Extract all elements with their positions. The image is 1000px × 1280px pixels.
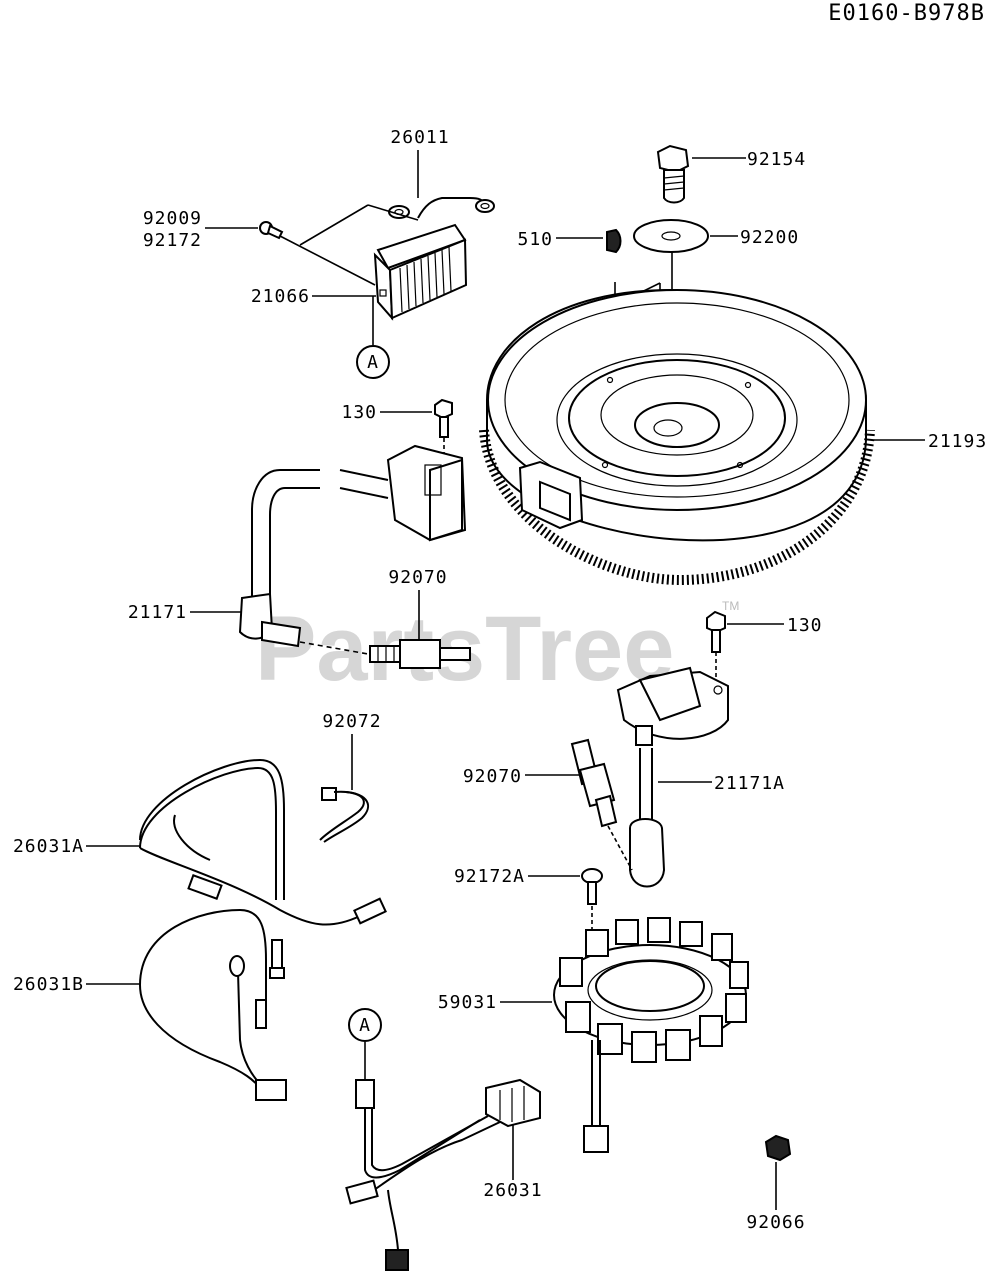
label-130-mid: 130 bbox=[787, 615, 823, 636]
label-26031A: 26031A bbox=[13, 836, 84, 857]
label-26011: 26011 bbox=[390, 127, 449, 148]
flywheel-bolt-part[interactable] bbox=[656, 144, 690, 204]
label-130-top: 130 bbox=[341, 402, 377, 423]
bolt-130-mid-part[interactable] bbox=[706, 610, 726, 653]
spark-plug-top-part[interactable] bbox=[369, 639, 471, 669]
stator-part[interactable] bbox=[553, 917, 749, 1153]
label-26031: 26031 bbox=[483, 1180, 542, 1201]
label-92072: 92072 bbox=[322, 711, 381, 732]
svg-text:A: A bbox=[359, 1015, 371, 1036]
label-92009: 92009 bbox=[143, 208, 202, 229]
callout-a-bottom: A bbox=[348, 1008, 382, 1042]
spark-plug-mid-part[interactable] bbox=[570, 738, 618, 828]
ignition-coil-lower-part[interactable] bbox=[616, 666, 729, 888]
harness-26031-part[interactable] bbox=[345, 1078, 541, 1271]
label-92070-top: 92070 bbox=[388, 567, 447, 588]
label-21171A: 21171A bbox=[714, 773, 785, 794]
clamp-part[interactable] bbox=[319, 787, 370, 843]
label-92200: 92200 bbox=[740, 227, 799, 248]
callout-a-top: A bbox=[356, 345, 390, 379]
label-510: 510 bbox=[517, 229, 553, 250]
svg-text:A: A bbox=[367, 352, 379, 373]
label-92070-mid: 92070 bbox=[463, 766, 522, 787]
label-92154: 92154 bbox=[747, 149, 806, 170]
harness-26031a-part[interactable] bbox=[139, 758, 387, 979]
label-59031: 59031 bbox=[438, 992, 497, 1013]
label-92066: 92066 bbox=[746, 1212, 805, 1233]
label-21066: 21066 bbox=[251, 286, 310, 307]
regulator-part[interactable] bbox=[373, 223, 468, 321]
key-part[interactable] bbox=[606, 228, 622, 254]
label-26031B: 26031B bbox=[13, 974, 84, 995]
ignition-coil-part[interactable] bbox=[238, 444, 467, 648]
nut-part[interactable] bbox=[764, 1134, 792, 1162]
harness-26031b-part[interactable] bbox=[139, 908, 287, 1101]
terminal-wire-part[interactable] bbox=[388, 197, 495, 219]
washer-part[interactable] bbox=[633, 219, 709, 253]
bolt-130-top-part[interactable] bbox=[434, 398, 453, 438]
label-21193: 21193 bbox=[928, 431, 987, 452]
watermark-trademark: TM bbox=[722, 599, 739, 613]
screw-92172a-part[interactable] bbox=[581, 868, 603, 905]
label-92172: 92172 bbox=[143, 230, 202, 251]
diagram-code: E0160-B978B bbox=[828, 1, 985, 26]
label-92172A: 92172A bbox=[454, 866, 525, 887]
flywheel-part[interactable] bbox=[479, 288, 875, 586]
regulator-screw-part[interactable] bbox=[259, 221, 284, 240]
label-21171: 21171 bbox=[128, 602, 187, 623]
